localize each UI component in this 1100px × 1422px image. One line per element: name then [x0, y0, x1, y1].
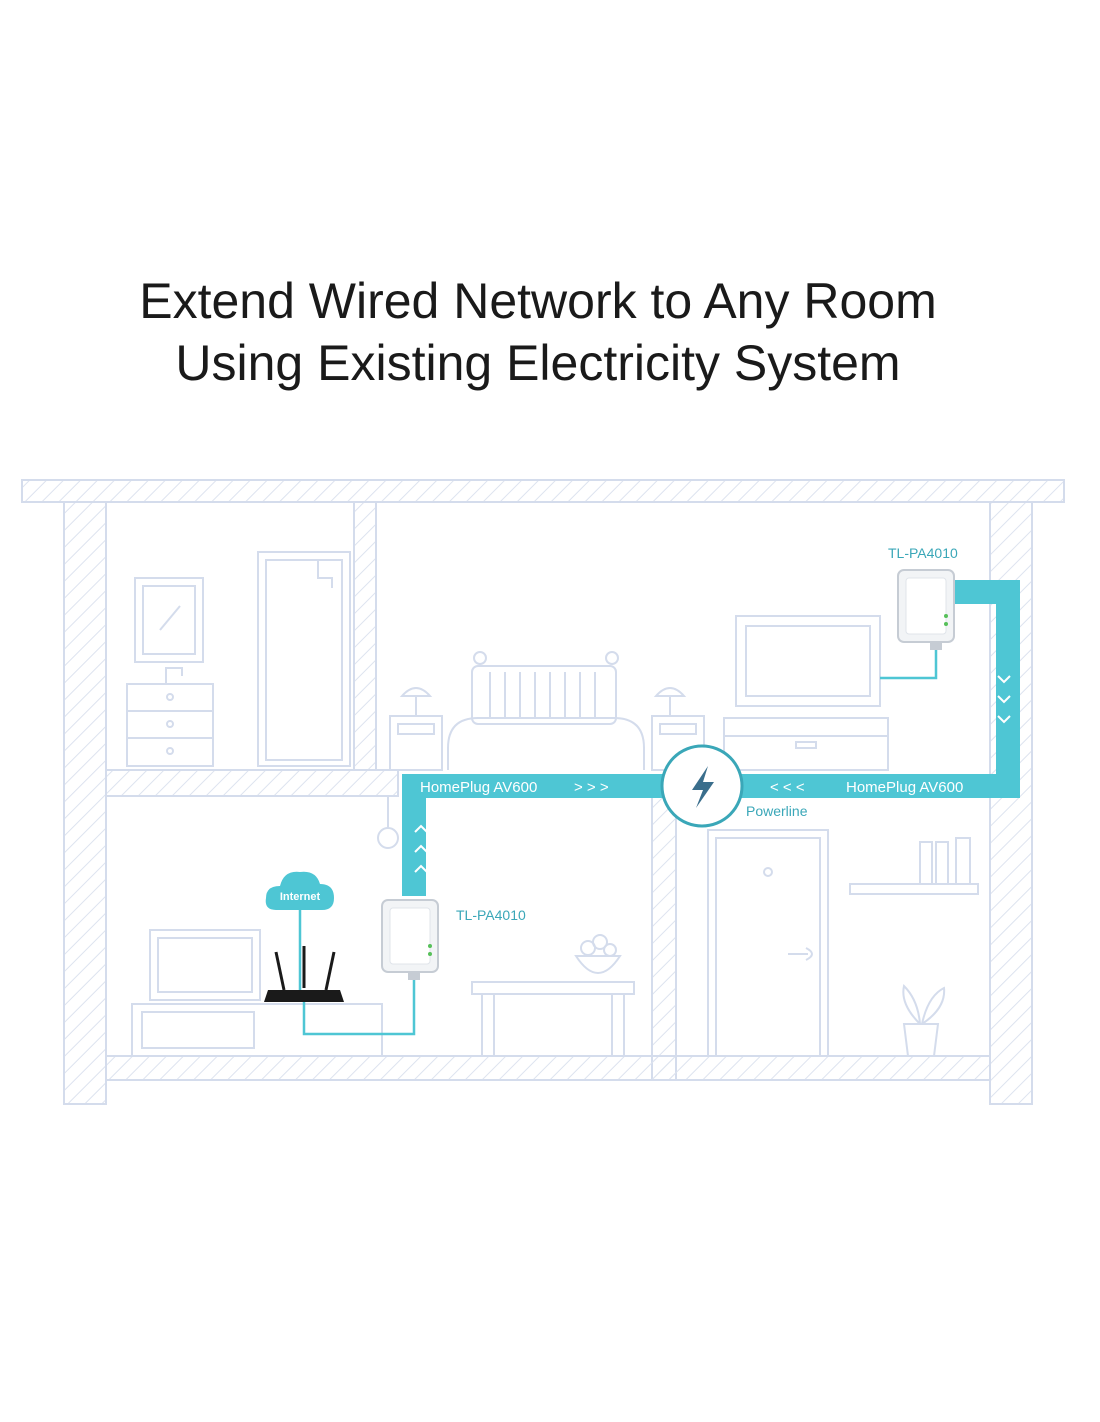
wall-shelf [849, 883, 979, 895]
ground-slab [105, 1055, 991, 1081]
bedroom [389, 651, 705, 771]
cloud-label: Internet [280, 891, 321, 903]
cable-tv-to-adapter [880, 648, 938, 680]
bed-mattress [447, 717, 645, 770]
door-handle [788, 947, 813, 961]
lamp-right [653, 687, 687, 697]
plant-pot [902, 1023, 940, 1057]
monitor [149, 929, 261, 1001]
bed-headboard [471, 665, 617, 725]
dining-room [471, 934, 635, 1056]
powerline-path [402, 580, 1020, 896]
adapter-upstairs [897, 569, 955, 650]
adapter-downstairs [381, 899, 439, 980]
lamp-left [399, 687, 433, 697]
entry-room [707, 829, 979, 1057]
wall-lamp [377, 827, 399, 849]
router [264, 946, 344, 1002]
hub-label: Powerline [746, 803, 808, 819]
internet-cloud [265, 871, 334, 910]
link-arrows-right: < < < [770, 779, 805, 796]
fruit-bowl [574, 955, 622, 974]
left-wall [63, 501, 107, 1105]
link-label-left: HomePlug AV600 [420, 779, 537, 796]
device-label-downstairs: TL-PA4010 [456, 907, 526, 923]
ethernet-cables [298, 648, 938, 1036]
media-console [131, 1003, 383, 1057]
down-chevrons [997, 675, 1011, 724]
front-door [707, 829, 829, 1057]
sink-cabinet [126, 683, 214, 767]
headline-line-1: Extend Wired Network to Any Room [139, 273, 937, 329]
tv-stand [723, 717, 889, 771]
lightning-bolt-icon [692, 766, 714, 808]
roof-slab [21, 479, 1065, 503]
office-room [131, 796, 399, 1057]
link-label-right: HomePlug AV600 [846, 779, 963, 796]
upper-partition-wall [353, 501, 377, 771]
cable-band [402, 580, 1020, 896]
mirror [134, 577, 204, 663]
tv-upstairs [735, 615, 881, 707]
headline: Extend Wired Network to Any Room Using E… [0, 270, 1076, 394]
headline-line-2: Using Existing Electricity System [175, 335, 901, 391]
powerline-hub [660, 744, 744, 828]
shower-door [257, 551, 351, 767]
lower-partition-wall [651, 795, 677, 1081]
device-label-upstairs: TL-PA4010 [888, 545, 958, 561]
link-arrows-left: > > > [574, 779, 609, 796]
floor-slab [105, 769, 399, 797]
up-chevrons [414, 824, 428, 873]
side-table [471, 981, 635, 995]
cable-router-to-adapter [302, 978, 416, 1036]
tv-room [723, 615, 889, 771]
bathroom [126, 551, 351, 767]
